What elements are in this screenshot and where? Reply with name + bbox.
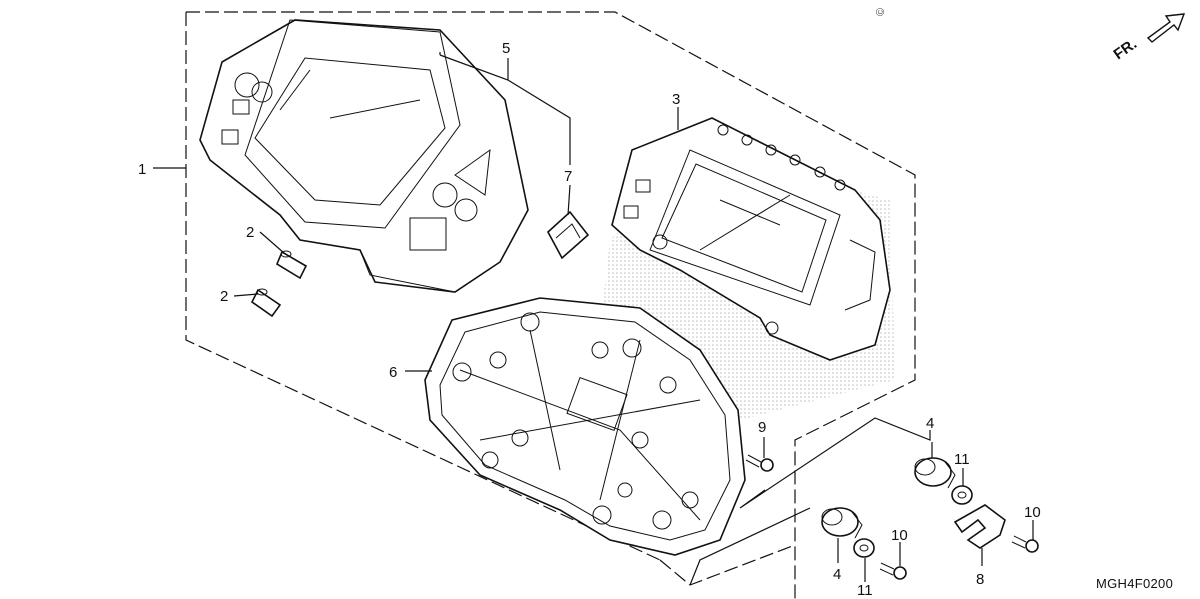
leader-lines [153, 52, 1034, 586]
callout-9: 9 [758, 419, 766, 436]
collar-upper-part [951, 485, 973, 505]
callout-labels: 1 2 2 3 4 4 5 6 7 8 9 10 10 11 11 [138, 40, 1041, 599]
callout-10-upper: 10 [1024, 504, 1041, 521]
bulb-parts [250, 250, 308, 318]
screw-10-upper-part [1011, 535, 1039, 553]
callout-10-lower: 10 [891, 527, 908, 544]
front-direction-arrow-icon [1146, 13, 1186, 43]
grommet-lower-part [821, 507, 863, 539]
collar-lower-part [853, 538, 875, 558]
meter-cover-part [199, 19, 529, 293]
meter-case-part [424, 297, 746, 556]
callout-2-upper: 2 [246, 224, 254, 241]
callout-11-lower: 11 [857, 582, 873, 599]
copyright-mark: © [875, 8, 887, 16]
callout-4-upper: 4 [926, 415, 934, 432]
callout-5: 5 [502, 40, 510, 57]
bulb-lower [250, 288, 282, 318]
callout-11-upper: 11 [954, 451, 970, 468]
figure-code: MGH4F0200 [1096, 576, 1173, 591]
screw-10-lower-part [879, 562, 907, 580]
clip-part [953, 504, 1006, 549]
bulb-upper [275, 250, 308, 280]
front-direction-indicator: FR. [1111, 13, 1186, 63]
callout-8: 8 [976, 571, 984, 588]
meter-unit-part [611, 117, 891, 361]
callout-4-lower: 4 [833, 566, 841, 583]
front-direction-label: FR. [1111, 35, 1141, 63]
callout-2-lower: 2 [220, 288, 228, 305]
callout-1: 1 [138, 161, 146, 178]
screw-9-part [745, 454, 774, 472]
callout-3: 3 [672, 91, 680, 108]
decal-part [546, 210, 590, 260]
callout-7: 7 [564, 168, 572, 185]
grommet-upper-part [914, 457, 956, 489]
callout-6: 6 [389, 364, 397, 381]
